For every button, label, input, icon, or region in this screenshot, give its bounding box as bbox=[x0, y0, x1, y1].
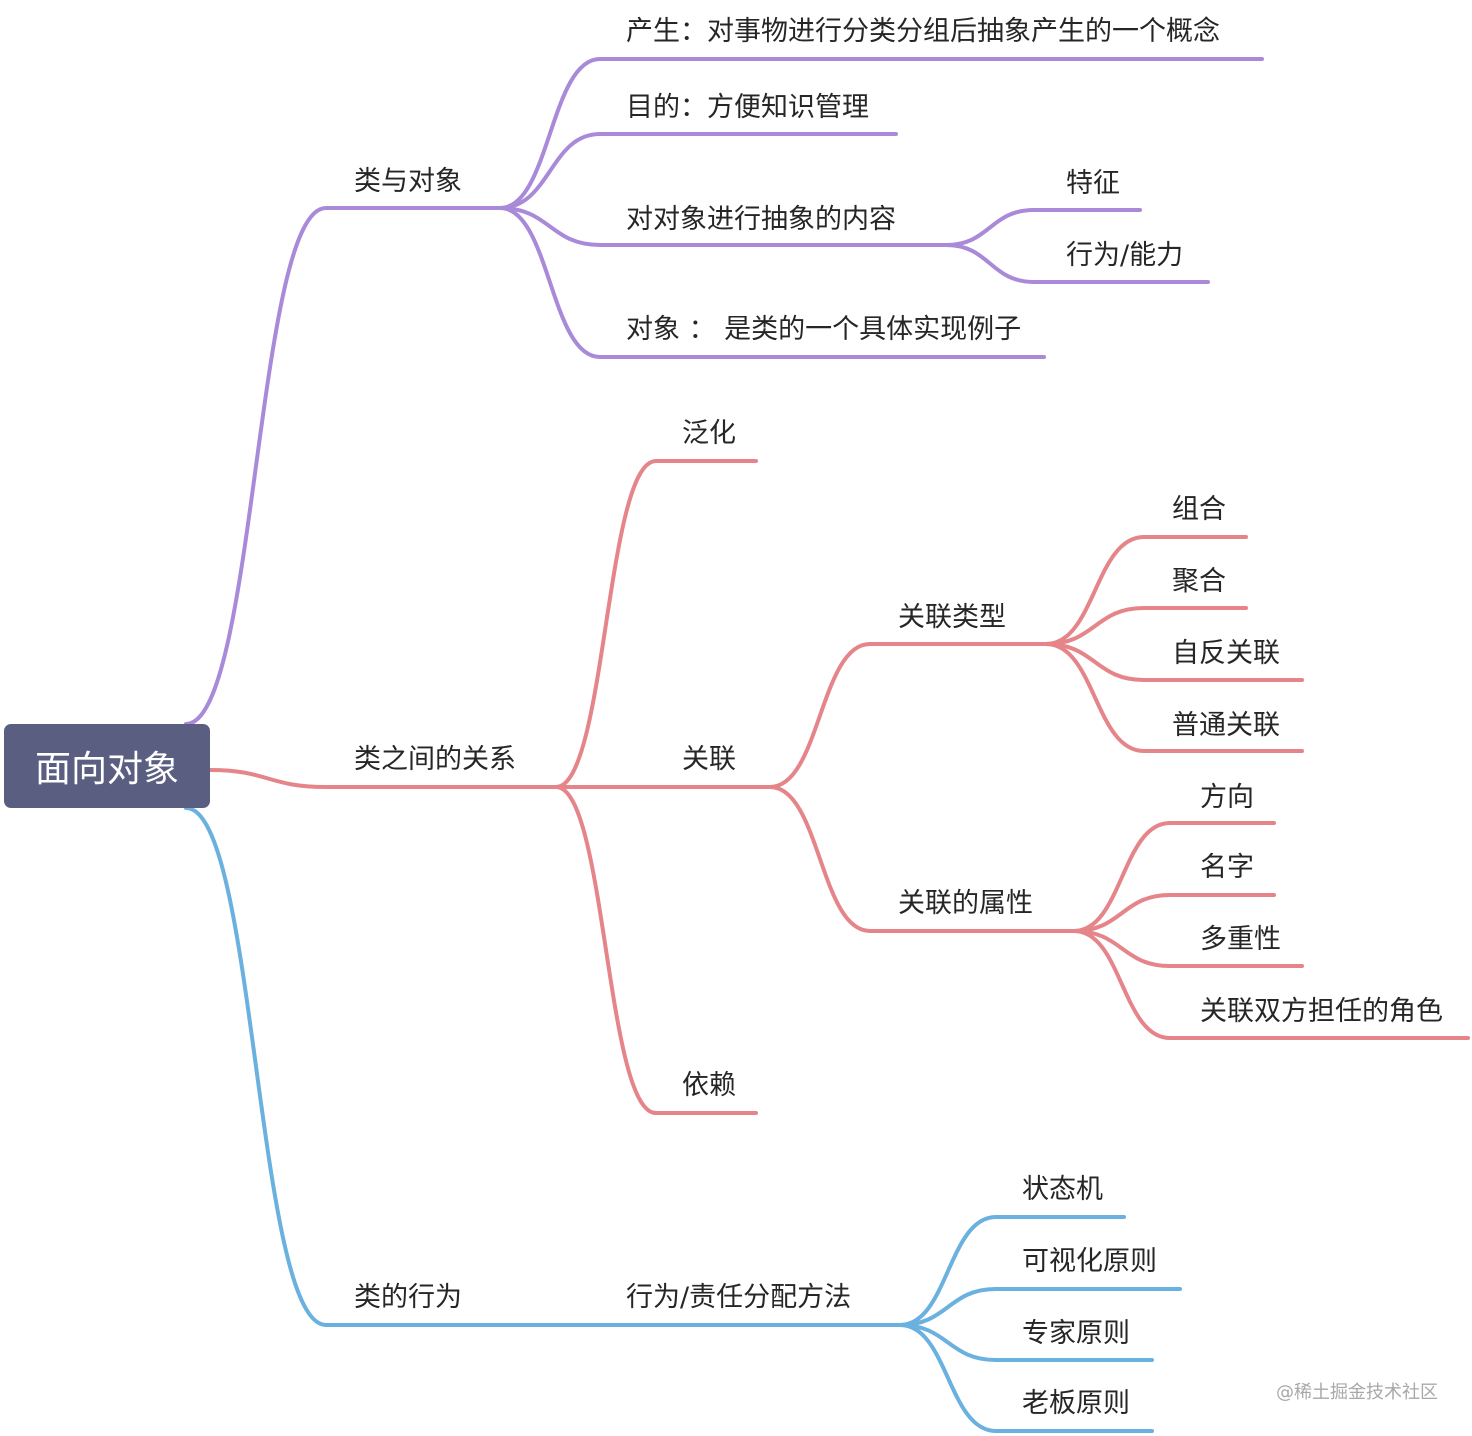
root-node[interactable]: 面向对象 bbox=[4, 724, 210, 808]
root-to-behavior-curve bbox=[184, 806, 328, 1327]
visibility-principle-curve bbox=[898, 1287, 998, 1327]
node-composition[interactable]: 组合 bbox=[1172, 494, 1226, 525]
dependency-curve bbox=[554, 785, 658, 1115]
object-definition-curve bbox=[498, 206, 602, 359]
abstraction-content-curve bbox=[498, 206, 602, 247]
state-machine-curve bbox=[898, 1215, 998, 1327]
reflexive-association-curve bbox=[1044, 642, 1146, 682]
association-types-curve bbox=[768, 642, 872, 789]
node-plain-association[interactable]: 普通关联 bbox=[1172, 710, 1280, 741]
node-features[interactable]: 特征 bbox=[1066, 168, 1120, 199]
node-boss-principle[interactable]: 老板原则 bbox=[1022, 1388, 1130, 1419]
node-classes-and-objects[interactable]: 类与对象 bbox=[354, 166, 462, 197]
plain-association-curve bbox=[1044, 642, 1146, 753]
boss-principle-curve bbox=[898, 1323, 998, 1433]
node-multiplicity[interactable]: 多重性 bbox=[1200, 924, 1281, 955]
association-properties-curve bbox=[768, 785, 872, 933]
roles-curve bbox=[1072, 929, 1172, 1040]
aggregation-curve bbox=[1044, 606, 1146, 646]
node-purpose[interactable]: 目的：方便知识管理 bbox=[626, 92, 869, 123]
name-curve bbox=[1072, 893, 1172, 933]
node-association-types[interactable]: 关联类型 bbox=[898, 602, 1006, 633]
multiplicity-curve bbox=[1072, 929, 1172, 968]
watermark: @稀土掘金技术社区 bbox=[1276, 1382, 1438, 1403]
node-expert-principle[interactable]: 专家原则 bbox=[1022, 1318, 1130, 1349]
node-abstraction-content[interactable]: 对对象进行抽象的内容 bbox=[626, 204, 896, 235]
node-generalization[interactable]: 泛化 bbox=[682, 418, 736, 449]
generalization-curve bbox=[554, 459, 658, 789]
node-association[interactable]: 关联 bbox=[682, 744, 736, 775]
root-to-classes-curve bbox=[184, 206, 328, 726]
node-roles[interactable]: 关联双方担任的角色 bbox=[1200, 996, 1443, 1027]
node-origin[interactable]: 产生：对事物进行分类分组后抽象产生的一个概念 bbox=[626, 16, 1220, 47]
composition-curve bbox=[1044, 535, 1146, 646]
node-direction[interactable]: 方向 bbox=[1200, 782, 1254, 813]
node-class-behavior[interactable]: 类的行为 bbox=[354, 1282, 462, 1313]
node-name[interactable]: 名字 bbox=[1200, 852, 1254, 883]
node-object-definition[interactable]: 对象 ： 是类的一个具体实现例子 bbox=[626, 314, 1022, 345]
origin-curve bbox=[498, 57, 602, 210]
root-to-relationships-curve bbox=[208, 768, 328, 789]
node-reflexive-association[interactable]: 自反关联 bbox=[1172, 638, 1280, 669]
node-visibility-principle[interactable]: 可视化原则 bbox=[1022, 1246, 1157, 1277]
node-state-machine[interactable]: 状态机 bbox=[1022, 1174, 1103, 1205]
expert-principle-curve bbox=[898, 1323, 998, 1362]
behavior-ability-curve bbox=[944, 243, 1036, 284]
node-responsibility-assignment[interactable]: 行为/责任分配方法 bbox=[626, 1282, 852, 1313]
node-aggregation[interactable]: 聚合 bbox=[1172, 566, 1226, 597]
direction-curve bbox=[1072, 821, 1172, 933]
purpose-curve bbox=[498, 132, 602, 210]
node-behavior-ability[interactable]: 行为/能力 bbox=[1066, 240, 1184, 271]
node-class-relationships[interactable]: 类之间的关系 bbox=[354, 744, 516, 775]
node-association-properties[interactable]: 关联的属性 bbox=[898, 888, 1033, 919]
features-curve bbox=[944, 208, 1036, 247]
node-dependency[interactable]: 依赖 bbox=[682, 1070, 736, 1101]
